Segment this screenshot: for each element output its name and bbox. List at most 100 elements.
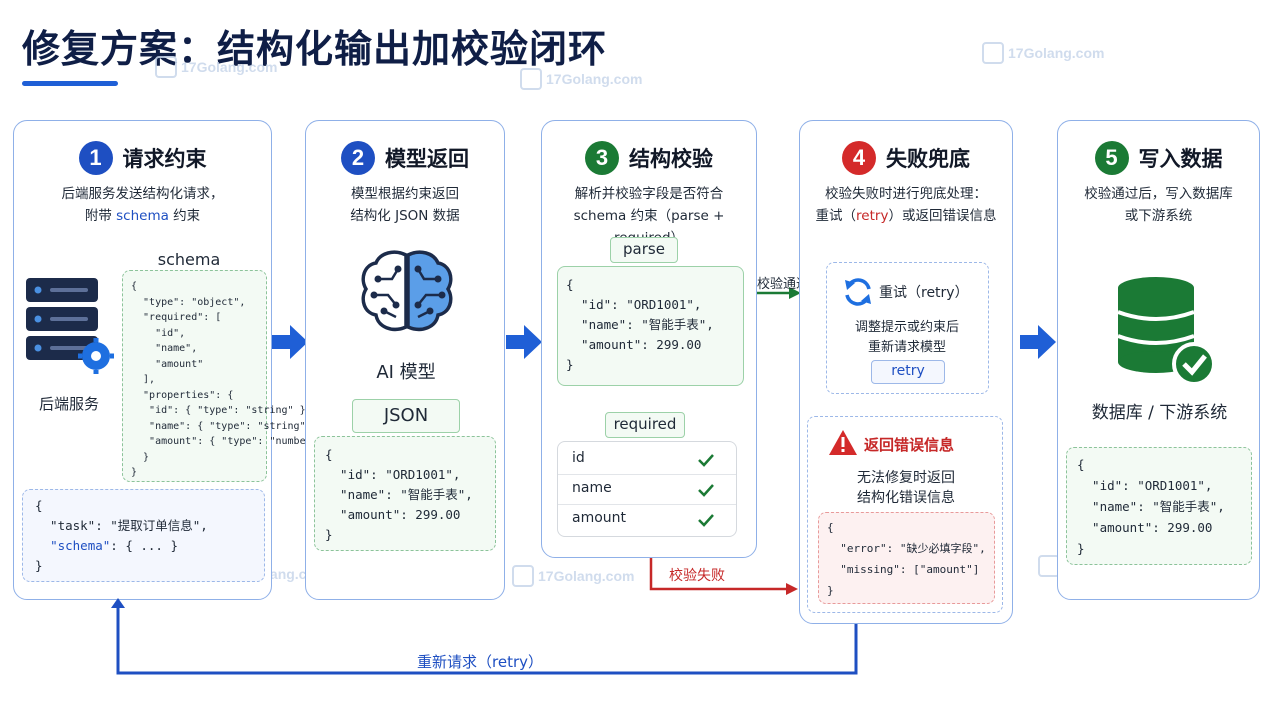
code-line: "name": { "type": "string" }, [131, 420, 324, 432]
server-icon [26, 278, 114, 374]
step-1-header: 1 请求约束 [14, 141, 271, 175]
retry-desc-1: 调整提示或约束后 [854, 320, 959, 335]
step-2-panel: 2 模型返回 模型根据约束返回 结构化 JSON 数据 AI 模型 JSON {… [305, 120, 505, 600]
server-label: 后端服务 [38, 395, 99, 413]
code-line: } [325, 527, 333, 542]
step-3-number: 3 [585, 141, 619, 175]
required-field-name: name [572, 480, 612, 496]
step-4-number: 4 [842, 141, 876, 175]
database-icon [1117, 277, 1216, 386]
watermark: 17Golang.com [155, 56, 277, 78]
check-icon [698, 454, 714, 467]
step-2-title: 模型返回 [385, 147, 469, 171]
step-4-description: 校验失败时进行兜底处理： 重试（retry）或返回错误信息 [815, 186, 997, 224]
code-line: "task": "提取订单信息", [35, 518, 208, 533]
retry-loop-arrow [111, 598, 858, 675]
model-label: AI 模型 [376, 362, 436, 383]
code-line: } [566, 357, 574, 372]
step-4-title: 失败兜底 [886, 147, 970, 171]
pass-arrow [757, 287, 801, 299]
watermark-logo-icon [512, 565, 534, 587]
request-code: { "task": "提取订单信息", "schema": { ... }} [35, 496, 208, 576]
step-4-header: 4 失败兜底 [800, 141, 1012, 175]
code-line: { [827, 521, 834, 534]
title-underline [22, 81, 118, 86]
code-line: "required": [ [131, 312, 222, 323]
schema-code: { "type": "object", "required": [ "id", … [131, 279, 330, 481]
step-1-number: 1 [78, 141, 113, 175]
error-desc-1: 无法修复时返回 [857, 470, 955, 486]
check-icon [698, 484, 714, 497]
schema-box: { "type": "object", "required": [ "id", … [122, 270, 330, 482]
step-1-panel: 1 请求约束 后端服务发送结构化请求， 附带 schema 约束 后端服务 sc… [13, 120, 330, 600]
code-line: "schema": { ... } [50, 538, 179, 553]
parse-code: { "id": "ORD1001", "name": "智能手表", "amou… [566, 275, 714, 375]
error-box: 返回错误信息 无法修复时返回 结构化错误信息 { "error": "缺少必填字… [807, 416, 1003, 613]
code-line: "amount": 299.00 [1077, 520, 1213, 535]
code-line: "amount" [131, 358, 204, 370]
code-line: "id": { "type": "string" }, [131, 405, 312, 416]
code-line: "name": "智能手表", [325, 487, 473, 502]
step-3-title: 结构校验 [629, 147, 713, 171]
code-line: "name": "智能手表", [566, 317, 714, 332]
step-5-header: 5 写入数据 [1058, 141, 1259, 175]
required-field-name: id [572, 450, 585, 466]
step-5-title: 写入数据 [1138, 147, 1223, 171]
refresh-icon [845, 278, 871, 306]
fail-label: 校验失败 [669, 568, 725, 584]
parse-tag: parse [610, 237, 678, 263]
code-line: ], [131, 374, 156, 385]
code-line: { [131, 281, 138, 292]
error-title: 返回错误信息 [864, 436, 955, 454]
code-line: "amount": 299.00 [325, 507, 461, 522]
required-field-row: amount [558, 505, 736, 535]
code-line: { [325, 447, 333, 462]
step-4-panel: 4 失败兜底 校验失败时进行兜底处理： 重试（retry）或返回错误信息 重试（… [799, 120, 1013, 624]
retry-tag: retry [871, 360, 945, 384]
retry-loop-label: 重新请求（retry） [417, 653, 543, 671]
step-1-description: 后端服务发送结构化请求， 附带 schema 约束 [61, 186, 224, 224]
required-field-row: name [558, 475, 736, 505]
parse-box: { "id": "ORD1001", "name": "智能手表", "amou… [557, 266, 744, 386]
schema-label: schema [157, 250, 221, 269]
model-json-box: { "id": "ORD1001", "name": "智能手表", "amou… [314, 436, 496, 551]
step-3-header: 3 结构校验 [542, 141, 756, 175]
watermark-logo-icon [520, 68, 542, 90]
flow-arrow-1-2 [272, 325, 308, 359]
code-line: "id", [131, 327, 186, 339]
retry-title: 重试（retry） [879, 285, 969, 301]
code-line: "id": "ORD1001", [566, 297, 702, 312]
db-label: 数据库 / 下游系统 [1091, 403, 1228, 423]
required-field-name: amount [572, 510, 627, 526]
json-tag: JSON [352, 399, 460, 433]
code-line: "name", [131, 343, 198, 354]
code-line: "type": "object", [131, 296, 246, 308]
step-2-header: 2 模型返回 [306, 141, 504, 175]
error-json-box: { "error": "缺少必填字段", "missing": ["amount… [818, 512, 995, 604]
retry-box: 重试（retry） 调整提示或约束后 重新请求模型 retry [826, 262, 989, 394]
required-list: id name amount [557, 441, 737, 537]
code-line: } [1077, 541, 1085, 556]
write-json-code: { "id": "ORD1001", "name": "智能手表", "amou… [1077, 454, 1225, 559]
code-line: "id": "ORD1001", [1077, 478, 1213, 493]
step-1-title: 请求约束 [122, 147, 207, 171]
step-2-description: 模型根据约束返回 结构化 JSON 数据 [350, 186, 460, 224]
code-line: { [35, 498, 43, 513]
code-line: "id": "ORD1001", [325, 467, 461, 482]
warning-icon [829, 430, 857, 455]
retry-desc-2: 重新请求模型 [867, 340, 946, 355]
watermark: 17Golang.com [982, 42, 1104, 64]
watermark-logo-icon [155, 56, 177, 78]
step-2-number: 2 [341, 141, 375, 175]
watermark: 17Golang.com [520, 68, 642, 90]
code-line: "properties": { [131, 389, 234, 401]
code-line: { [566, 277, 574, 292]
code-line: { [1077, 457, 1085, 472]
code-line: } [131, 467, 138, 478]
watermark-logo-icon [982, 42, 1004, 64]
code-line: } [827, 584, 834, 597]
brain-icon [361, 250, 453, 332]
code-line: "amount": { "type": "number" } [131, 436, 330, 447]
step-3-panel: 3 结构校验 解析并校验字段是否符合 schema 约束（parse + req… [541, 120, 757, 558]
request-box: { "task": "提取订单信息", "schema": { ... }} [22, 489, 265, 582]
